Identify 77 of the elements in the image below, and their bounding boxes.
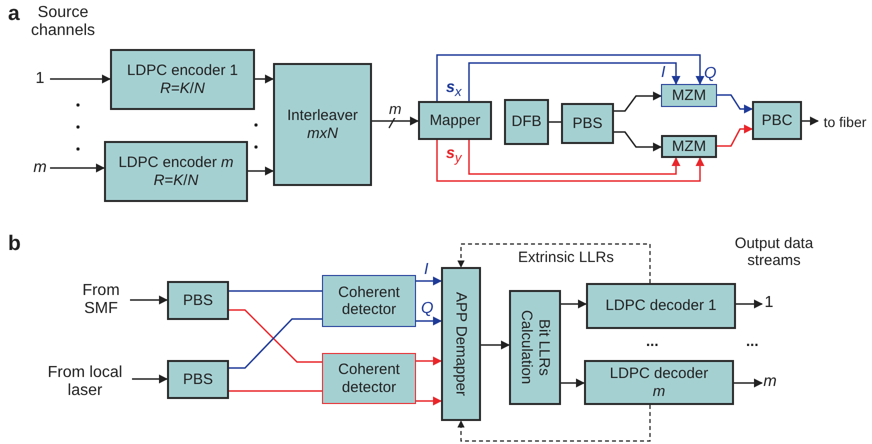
box-text: Bit LLRs Calculation: [518, 309, 552, 387]
box-text: APP Demapper: [452, 292, 470, 396]
arrow: [468, 62, 680, 101]
process-box: Mapper: [418, 101, 492, 140]
arrow: [132, 374, 168, 384]
dashed-feedback-arrow: [457, 405, 651, 442]
signal-label: From local laser: [38, 362, 132, 402]
connector-line: [229, 290, 322, 292]
connector-line: [229, 318, 322, 369]
process-box: MZM: [661, 84, 717, 107]
arrow: [50, 164, 105, 172]
text-label: s$_{x}$: [446, 79, 462, 100]
box-text: LDPC encoder m: [118, 154, 234, 172]
arrow: [416, 356, 442, 366]
arrow: [416, 396, 442, 406]
signal-label: to fiber: [818, 112, 872, 132]
process-box: DFB: [504, 99, 549, 145]
panel-letter: b: [8, 232, 21, 256]
process-box: MZM: [661, 135, 717, 158]
process-box: [441, 267, 481, 421]
text-label: Extrinsic LLRs: [518, 249, 614, 266]
text-label: Q: [704, 65, 716, 84]
box-text: R=K/N: [154, 172, 198, 189]
text-label: Output data streams: [734, 235, 814, 270]
arrow: [436, 140, 704, 182]
process-box: PBS: [167, 281, 229, 320]
connector-line: [549, 121, 561, 123]
arrow: [436, 54, 704, 101]
process-box: [110, 49, 255, 110]
text-label: I: [661, 64, 666, 82]
signal-label: m: [762, 371, 778, 393]
text-label: s$_{y}$: [446, 145, 462, 166]
arrow: [734, 378, 763, 388]
arrow: [130, 296, 168, 304]
dashed-feedback-arrow: [457, 243, 651, 283]
arrow: [561, 300, 587, 308]
process-box: PBC: [752, 101, 802, 140]
arrow: [372, 116, 419, 126]
arrow: [416, 276, 442, 286]
arrow: [614, 92, 662, 112]
arrow: [802, 116, 819, 126]
arrow: [248, 166, 274, 176]
process-box: Coherent detector: [322, 275, 416, 327]
connector-line: [229, 309, 322, 363]
text-label: ...: [646, 333, 659, 350]
box-text: Interleaver: [287, 107, 358, 124]
panel-letter: a: [8, 2, 20, 26]
arrow: [561, 378, 585, 388]
arrow: [255, 74, 274, 84]
process-box: PBS: [561, 103, 614, 144]
process-box: [509, 290, 561, 405]
signal-label: From SMF: [72, 280, 130, 320]
signal-label: 1: [762, 292, 776, 314]
connector-line: [229, 390, 322, 392]
text-label: Q: [421, 300, 434, 318]
process-box: PBS: [167, 360, 229, 399]
arrow: [736, 300, 763, 308]
arrow: [717, 124, 753, 147]
process-box: LDPC decoder 1: [586, 283, 736, 329]
arrow: [614, 131, 662, 152]
text-label: Source channels: [30, 4, 96, 41]
box-text: R=K/N: [160, 80, 205, 97]
arrow: [717, 94, 753, 114]
text-label: I: [424, 261, 428, 280]
signal-label: 1: [30, 70, 50, 88]
arrow: [481, 340, 510, 350]
process-box: Coherent detector: [322, 353, 416, 404]
arrow: [416, 316, 442, 326]
box-text: LDPC encoder 1: [127, 62, 238, 80]
text-label: ...: [746, 333, 759, 350]
box-text: mxN: [307, 124, 338, 142]
signal-label: m: [30, 159, 50, 177]
process-box: [104, 141, 248, 202]
arrow: [468, 140, 680, 175]
process-box: LDPC decoder m: [584, 360, 734, 405]
arrow: [50, 74, 111, 84]
process-box: [273, 63, 372, 186]
